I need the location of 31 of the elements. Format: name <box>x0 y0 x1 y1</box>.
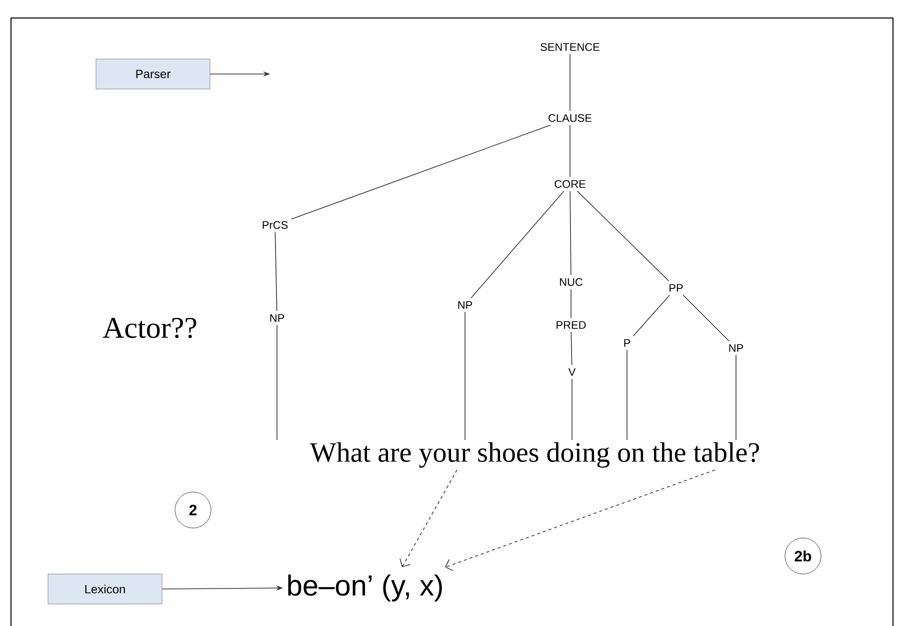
tree-node-label: P <box>624 339 630 347</box>
tree-branch <box>570 332 572 366</box>
arrow <box>400 470 458 568</box>
arrow <box>445 470 716 572</box>
tree-node-label: NP <box>729 344 744 352</box>
tree-branch <box>682 294 730 342</box>
tree-node-label: PrCS <box>262 221 288 229</box>
tree-node-label: CLAUSE <box>548 114 592 122</box>
tree-node-label: NUC <box>560 278 582 286</box>
sentence-text: What are your shoes doing on the table? <box>310 442 759 468</box>
tree-branch <box>276 324 278 440</box>
tree-branch <box>626 350 628 440</box>
tree-branch <box>576 190 670 282</box>
tree-branch <box>290 124 551 220</box>
component-box: Parser <box>96 58 210 90</box>
semantic-formula: be–on’ (y, x) <box>288 574 442 602</box>
tree-node-label: SENTENCE <box>540 43 600 51</box>
tree-node-label: PRED <box>556 321 586 329</box>
tree-branch <box>464 312 466 440</box>
role-label: Actor?? <box>102 318 196 338</box>
tree-branch <box>274 232 278 312</box>
tree-node-label: V <box>568 368 576 376</box>
tree-node-label: CORE <box>554 180 586 188</box>
tree-branch <box>570 190 572 276</box>
tree-node-label: NP <box>458 301 472 309</box>
tree-branch <box>570 288 572 318</box>
component-box: Lexicon <box>48 574 162 604</box>
tree-branch <box>470 190 564 298</box>
tree-branch <box>632 294 670 336</box>
tree-node-label: PP <box>670 284 683 292</box>
tree-node-label: NP <box>270 314 284 322</box>
